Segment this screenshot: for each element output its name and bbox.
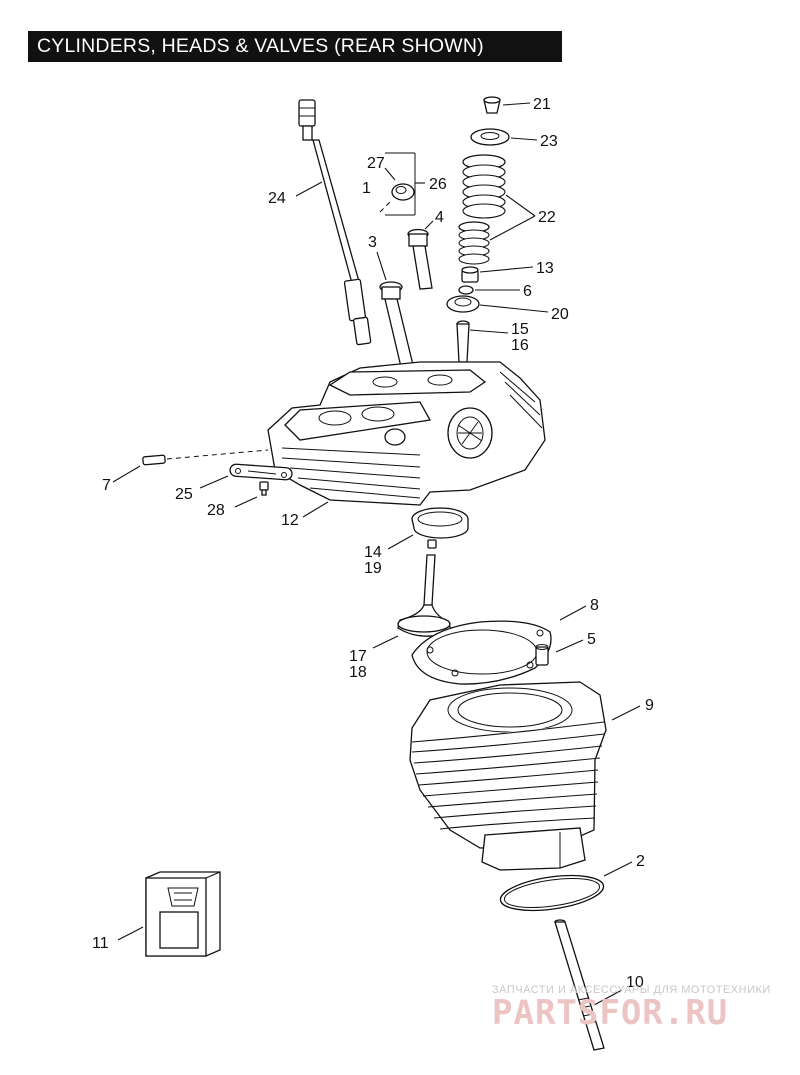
callout-1: 1 — [362, 180, 371, 197]
part-17-valve[interactable] — [397, 539, 453, 637]
callout-22: 22 — [538, 209, 556, 226]
callout-28: 28 — [207, 502, 225, 519]
part-2-oring[interactable] — [498, 870, 605, 916]
callout-21: 21 — [533, 96, 551, 113]
part-7-shape[interactable] — [142, 449, 269, 466]
callout-9: 9 — [645, 697, 654, 714]
callout-27: 27 — [367, 155, 385, 172]
part-10-stud[interactable] — [554, 919, 605, 1051]
part-15-shape[interactable] — [456, 320, 470, 363]
page-title: CYLINDERS, HEADS & VALVES (REAR SHOWN) — [28, 31, 562, 62]
part-22-outer-spring[interactable] — [462, 154, 506, 219]
callout-15: 15 — [511, 321, 529, 338]
callout-13: 13 — [536, 260, 554, 277]
watermark: ЗАПЧАСТИ И АКСЕССУАРЫ ДЛЯ МОТОТЕХНИКИ PA… — [492, 984, 771, 1033]
part-13-shape[interactable] — [461, 266, 479, 283]
callout-26: 26 — [429, 176, 447, 193]
part-8-gasket[interactable] — [411, 620, 552, 685]
callout-10: 10 — [626, 974, 644, 991]
callout-14: 14 — [364, 544, 382, 561]
part-20-shape[interactable] — [446, 295, 480, 313]
part-23-shape[interactable] — [470, 128, 510, 146]
callout-17: 17 — [349, 648, 367, 665]
part-11-kit-box[interactable] — [145, 871, 221, 957]
leader-lines — [112, 102, 641, 1006]
part-14-shape[interactable] — [411, 507, 469, 539]
callout-2: 2 — [636, 853, 645, 870]
callout-24: 24 — [268, 190, 286, 207]
part-3-shape[interactable] — [379, 281, 414, 368]
callout-8: 8 — [590, 597, 599, 614]
part-21-shape[interactable] — [483, 96, 501, 114]
part-4-shape[interactable] — [407, 228, 433, 290]
callout-20: 20 — [551, 306, 569, 323]
part-6-shape[interactable] — [458, 285, 474, 295]
callout-12: 12 — [281, 512, 299, 529]
part-24-shape[interactable] — [298, 99, 372, 346]
callout-5: 5 — [587, 631, 596, 648]
part-22-inner-spring[interactable] — [458, 221, 490, 265]
callout-labels: 21 23 22 13 6 20 15 16 4 3 24 27 1 26 7 … — [92, 96, 654, 991]
callout-7: 7 — [102, 477, 111, 494]
callout-4: 4 — [435, 209, 444, 226]
callout-19: 19 — [364, 560, 382, 577]
part-12-cylinder-head[interactable] — [267, 361, 546, 506]
watermark-brand: PARTSFOR.RU — [492, 993, 728, 1033]
callout-3: 3 — [368, 234, 377, 251]
part-9-cylinder[interactable] — [409, 681, 607, 871]
callout-11: 11 — [92, 935, 109, 952]
part-25-shape[interactable] — [229, 463, 293, 481]
part-26-group[interactable] — [379, 152, 416, 216]
part-28-shape[interactable] — [259, 481, 269, 496]
watermark-tagline: ЗАПЧАСТИ И АКСЕССУАРЫ ДЛЯ МОТОТЕХНИКИ — [492, 984, 771, 996]
part-5-shape[interactable] — [535, 644, 549, 666]
callout-25: 25 — [175, 486, 193, 503]
callout-18: 18 — [349, 664, 367, 681]
callout-23: 23 — [540, 133, 558, 150]
callout-16: 16 — [511, 337, 529, 354]
callout-6: 6 — [523, 283, 532, 300]
